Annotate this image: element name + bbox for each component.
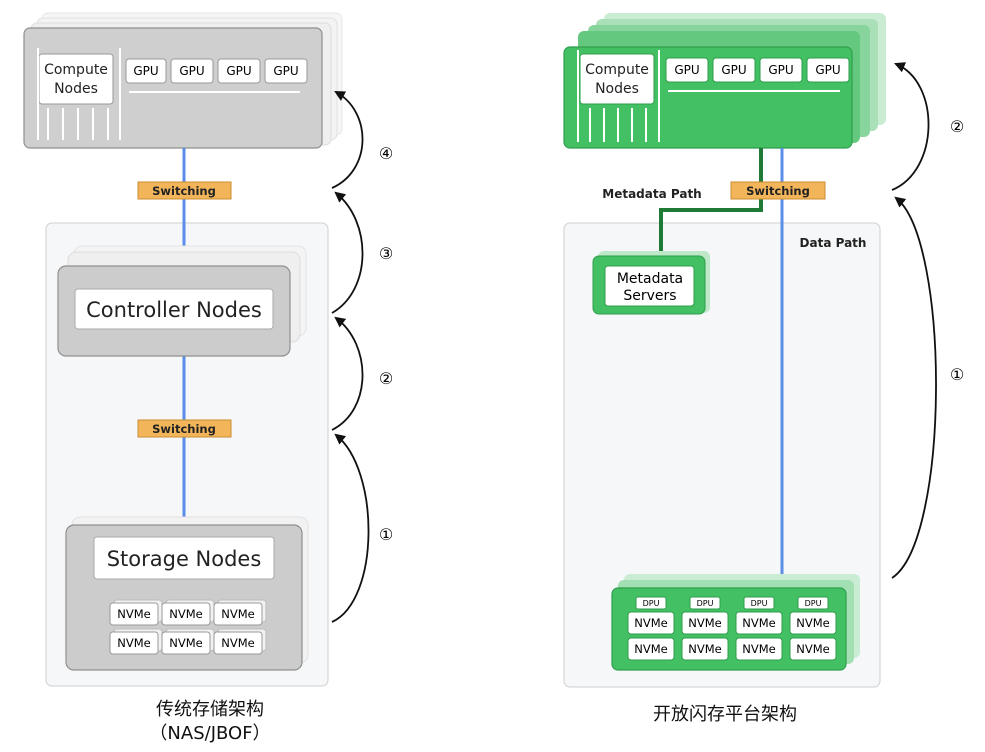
right-storage-container xyxy=(563,222,881,688)
left-switch-top-label: Switching xyxy=(152,184,216,198)
left-compute-label-line1: Compute xyxy=(44,62,108,78)
left-compute-label-line2: Nodes xyxy=(54,81,98,97)
left-switch-bottom-label: Switching xyxy=(152,422,216,436)
right-gpu-label: GPU xyxy=(815,63,840,77)
left-gpu-label: GPU xyxy=(226,64,251,78)
left-caption-line1: 传统存储架构 xyxy=(156,699,264,720)
right-dpu-row: DPU DPU DPU DPU xyxy=(635,596,829,610)
right-arrow-1-label: ① xyxy=(950,365,964,384)
right-compute-label-line2: Nodes xyxy=(595,81,639,97)
right-nvme-label: NVMe xyxy=(796,616,829,630)
right-dpu-label: DPU xyxy=(697,599,714,608)
left-arrow-3 xyxy=(331,191,364,314)
right-gpu-row: GPU GPU GPU GPU xyxy=(665,57,850,83)
right-dpu-label: DPU xyxy=(805,599,822,608)
right-arrow-2 xyxy=(891,62,930,191)
right-metadata-path-label: Metadata Path xyxy=(602,187,701,201)
left-switch-bottom xyxy=(137,419,232,438)
right-arrow-1 xyxy=(891,196,937,579)
left-arrow-4 xyxy=(331,90,364,189)
right-compute-slots xyxy=(577,50,840,142)
left-arrow-1-label: ① xyxy=(379,525,393,544)
left-storage-label-box xyxy=(93,536,275,580)
left-gpu-label: GPU xyxy=(133,64,158,78)
left-nvme-label: NVMe xyxy=(221,607,254,621)
left-arrow-2-label: ② xyxy=(379,369,393,388)
left-arrow-4-label: ④ xyxy=(379,144,393,163)
left-nvme-label: NVMe xyxy=(169,607,202,621)
right-nvme-label: NVMe xyxy=(742,616,775,630)
left-nvme-grid: NVMe NVMe NVMe NVMe NVMe NVMe xyxy=(109,599,267,655)
left-controller-label: Controller Nodes xyxy=(86,298,262,322)
right-nvme-label: NVMe xyxy=(688,616,721,630)
right-gpu-label: GPU xyxy=(721,63,746,77)
right-compute-label-line1: Compute xyxy=(585,62,649,78)
right-open-flash-architecture: Compute Nodes GPU GPU GPU GPU Sw xyxy=(563,13,964,688)
right-nvme-grid: NVMe NVMe NVMe NVMe NVMe NVMe NVMe NVMe xyxy=(627,611,837,661)
left-arrow-2 xyxy=(331,316,364,431)
right-nvme-label: NVMe xyxy=(742,642,775,656)
left-nvme-label: NVMe xyxy=(221,636,254,650)
right-nvme-label: NVMe xyxy=(634,616,667,630)
right-nvme-label: NVMe xyxy=(634,642,667,656)
left-gpu-row: GPU GPU GPU GPU xyxy=(125,58,308,84)
right-metadata-servers-line2: Servers xyxy=(623,288,676,304)
left-arrow-3-label: ③ xyxy=(379,244,393,263)
right-gpu-label: GPU xyxy=(768,63,793,77)
left-storage-label: Storage Nodes xyxy=(107,547,262,571)
right-compute-label-box xyxy=(579,53,655,105)
left-nvme-label: NVMe xyxy=(169,636,202,650)
left-compute-slots xyxy=(37,48,300,140)
left-caption-line2: （NAS/JBOF） xyxy=(149,723,271,744)
right-switch xyxy=(730,181,826,200)
right-hop-arrows xyxy=(891,62,937,579)
left-caption: 传统存储架构 （NAS/JBOF） xyxy=(110,698,310,746)
right-dpu-label: DPU xyxy=(643,599,660,608)
right-nvme-label: NVMe xyxy=(796,642,829,656)
left-gpu-label: GPU xyxy=(179,64,204,78)
right-data-path-label: Data Path xyxy=(800,236,867,250)
left-nvme-label: NVMe xyxy=(117,607,150,621)
right-caption-line: 开放闪存平台架构 xyxy=(653,704,797,725)
right-gpu-label: GPU xyxy=(674,63,699,77)
right-nvme-label: NVMe xyxy=(688,642,721,656)
left-traditional-architecture: Compute Nodes GPU GPU GPU GPU xyxy=(23,12,393,687)
left-hop-arrows xyxy=(331,90,370,623)
right-metadata-path-line xyxy=(659,148,763,256)
right-metadata-servers-line1: Metadata xyxy=(617,271,683,287)
left-gpu-label: GPU xyxy=(273,64,298,78)
right-caption: 开放闪存平台架构 xyxy=(620,700,830,726)
right-arrow-2-label: ② xyxy=(950,117,964,136)
left-switch-top xyxy=(137,181,232,200)
right-metadata-servers-label-box xyxy=(604,265,695,307)
right-dpu-label: DPU xyxy=(751,599,768,608)
left-controller-label-box xyxy=(74,288,274,330)
right-switch-label: Switching xyxy=(746,184,810,198)
left-nvme-label: NVMe xyxy=(117,636,150,650)
left-arrow-1 xyxy=(331,433,370,623)
